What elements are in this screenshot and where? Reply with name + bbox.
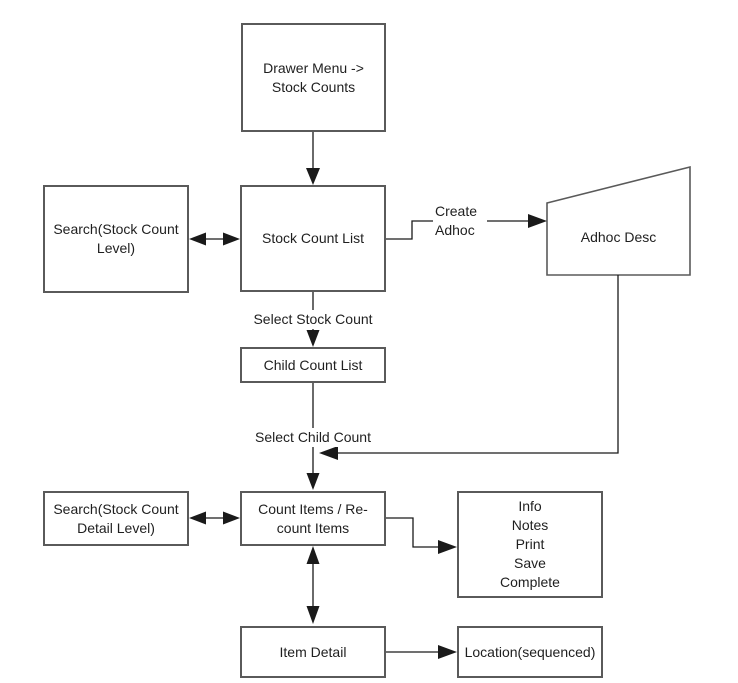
edge-adhoc-desc-to-child-count [319,275,619,460]
node-adhoc-desc-label: Adhoc Desc [580,229,657,245]
node-location-sequenced: Location(sequenced) [457,626,603,678]
node-search-stock-count-level-label: Search(Stock Count Level) [53,221,179,256]
node-location-sequenced-label: Location(sequenced) [464,643,596,660]
edge-label-select-child-count: Select Child Count [250,428,376,447]
edge-search-detail-count-items [189,511,240,525]
node-item-detail: Item Detail [240,626,386,678]
edge-drawer-to-stock-count-list [306,131,320,185]
edge-label-select-stock-count: Select Stock Count [250,310,376,329]
node-search-stock-count-level: Search(Stock Count Level) [43,185,189,293]
node-child-count-list: Child Count List [240,347,386,383]
node-stock-count-list-label: Stock Count List [262,230,364,246]
adhoc-desc-shape [546,165,691,276]
node-item-detail-label: Item Detail [279,643,347,660]
node-drawer-menu-label: Drawer Menu -> Stock Counts [263,59,364,95]
edge-count-items-item-detail [306,546,320,624]
node-search-stock-count-detail-level-label: Search(Stock Count Detail Level) [53,500,179,536]
edge-item-detail-to-location [385,645,457,659]
node-stock-count-list: Stock Count List [240,185,386,292]
node-search-stock-count-detail-level: Search(Stock Count Detail Level) [43,491,189,546]
node-count-actions-label: Info Notes Print Save Complete [500,498,560,590]
edge-label-create-adhoc: Create Adhoc [433,202,487,240]
edge-search-level-stock-count-list [189,232,240,246]
node-count-actions: Info Notes Print Save Complete [457,491,603,598]
node-count-items-label: Count Items / Re- count Items [258,500,368,536]
node-drawer-menu: Drawer Menu -> Stock Counts [241,23,386,132]
edge-count-items-to-actions [385,517,457,554]
node-adhoc-desc: Adhoc Desc [549,228,688,247]
node-count-items: Count Items / Re- count Items [240,491,386,546]
node-child-count-list-label: Child Count List [263,356,363,373]
